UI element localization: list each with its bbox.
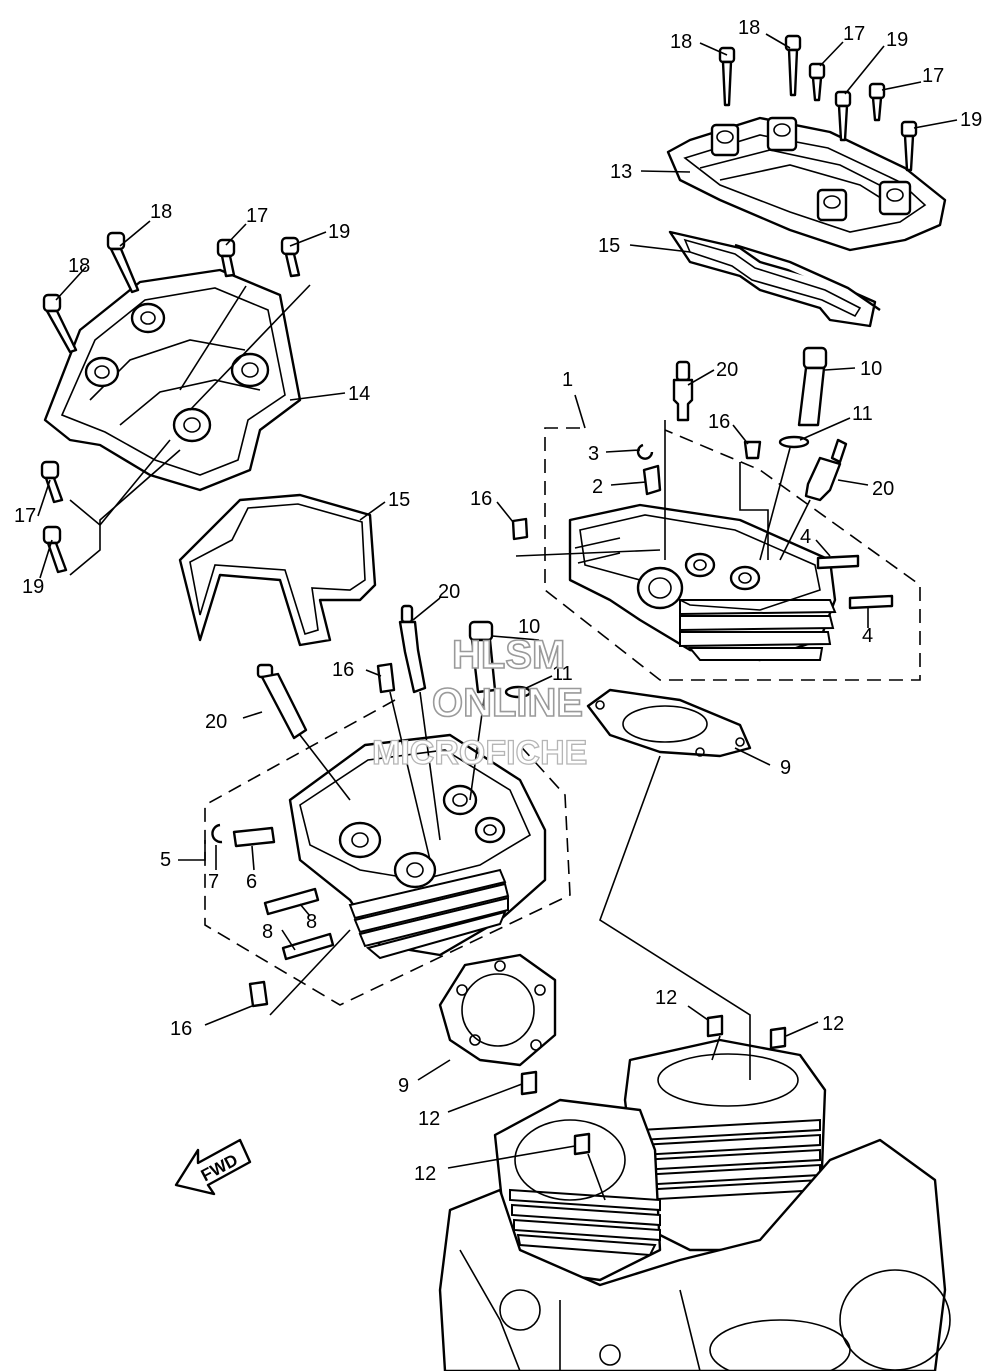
forward-direction-arrow: FWD (174, 1138, 252, 1196)
callout-17: 17 (14, 505, 36, 527)
callout-9: 9 (780, 757, 791, 779)
callout-5: 5 (160, 849, 171, 871)
front-rocker-cover-14 (43, 268, 302, 492)
callout-18: 18 (738, 17, 760, 39)
callout-16: 16 (470, 488, 492, 510)
callout-19: 19 (960, 109, 982, 131)
callout-16: 16 (170, 1018, 192, 1040)
callout-17: 17 (246, 205, 268, 227)
callout-15: 15 (598, 235, 620, 257)
callout-13: 13 (610, 161, 632, 183)
callout-19: 19 (328, 221, 350, 243)
front-cover-bolts (40, 231, 301, 574)
watermark: HLSM ONLINE MICROFICHE (371, 632, 588, 772)
callout-12: 12 (655, 987, 677, 1009)
callout-12: 12 (822, 1013, 844, 1035)
callout-18: 18 (68, 255, 90, 277)
callout-10: 10 (860, 358, 882, 380)
callout-20: 20 (872, 478, 894, 500)
callout-3: 3 (588, 443, 599, 465)
callout-12: 12 (418, 1108, 440, 1130)
callout-11: 11 (552, 663, 573, 685)
callout-9: 9 (398, 1075, 409, 1097)
callout-6: 6 (246, 871, 257, 893)
callout-19: 19 (22, 576, 44, 598)
rear-cover-gasket-15 (668, 230, 881, 328)
watermark-line-1: HLSM (452, 633, 565, 677)
rear-rocker-cover-13 (666, 116, 947, 252)
callout-4: 4 (800, 526, 811, 548)
callout-18: 18 (670, 31, 692, 53)
callout-11: 11 (852, 403, 873, 425)
callout-16: 16 (332, 659, 354, 681)
front-head-gasket-9 (438, 953, 557, 1067)
callout-16: 16 (708, 411, 730, 433)
callout-17: 17 (922, 65, 944, 87)
watermark-line-2: ONLINE (432, 681, 583, 725)
engine-cylinders-crankcase (438, 1014, 951, 1371)
callout-20: 20 (205, 711, 227, 733)
callout-1: 1 (562, 369, 573, 391)
callout-8: 8 (262, 921, 273, 943)
callout-labels: 18 18 17 19 17 19 13 15 18 17 19 18 14 1… (14, 17, 982, 1185)
callout-18: 18 (150, 201, 172, 223)
callout-12: 12 (414, 1163, 436, 1185)
assembly-boundary-5 (204, 699, 571, 1006)
callout-7: 7 (208, 871, 219, 893)
callout-15: 15 (388, 489, 410, 511)
rear-cover-bolts (718, 34, 918, 172)
leader-lines (37, 33, 958, 1201)
watermark-line-3: MICROFICHE (372, 734, 587, 772)
callout-14: 14 (348, 383, 370, 405)
callout-20: 20 (438, 581, 460, 603)
callout-19: 19 (886, 29, 908, 51)
assembly-boundary-1 (544, 427, 921, 681)
callout-17: 17 (843, 23, 865, 45)
front-cylinder-head-5 (288, 733, 547, 960)
rear-head-gasket-9 (586, 688, 752, 758)
rear-head-small-parts (511, 346, 894, 610)
callout-4: 4 (862, 625, 873, 647)
callout-2: 2 (592, 476, 603, 498)
callout-10: 10 (518, 616, 540, 638)
callout-20: 20 (716, 359, 738, 381)
front-head-small-parts (211, 604, 532, 1008)
front-cover-gasket-15 (178, 493, 377, 647)
callout-8: 8 (306, 911, 317, 933)
